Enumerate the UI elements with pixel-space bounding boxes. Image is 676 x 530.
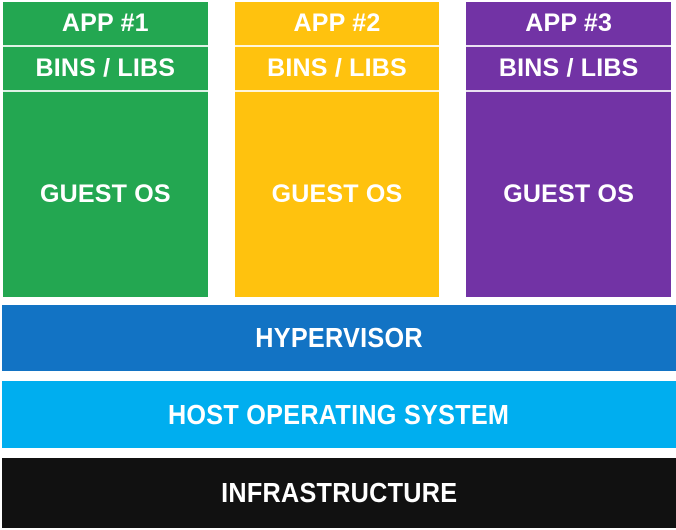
vm3-guest-os-label: GUEST OS	[503, 180, 635, 208]
vm1-guest-os-label: GUEST OS	[39, 180, 171, 208]
infrastructure-layer: INFRASTRUCTURE	[2, 458, 676, 528]
vm1-app-label: APP #1	[3, 2, 208, 47]
infrastructure-label: INFRASTRUCTURE	[220, 477, 458, 508]
vm-column-2: APP #2 BINS / LIBS GUEST OS	[234, 2, 440, 297]
vm1-bins-libs-label: BINS / LIBS	[3, 47, 208, 92]
vm2-guest-os-label: GUEST OS	[271, 180, 403, 208]
vm2-bins-libs-label: BINS / LIBS	[234, 47, 440, 92]
vm-columns-row: APP #1 BINS / LIBS GUEST OS APP #2 BINS …	[3, 2, 672, 297]
vm-column-1: APP #1 BINS / LIBS GUEST OS	[3, 2, 208, 297]
vm-column-3: APP #3 BINS / LIBS GUEST OS	[466, 2, 672, 297]
host-operating-system-layer: HOST OPERATING SYSTEM	[2, 381, 676, 448]
host-operating-system-label: HOST OPERATING SYSTEM	[168, 398, 510, 430]
hypervisor-layer: HYPERVISOR	[2, 305, 676, 371]
vm3-app-label: APP #3	[466, 2, 672, 47]
vm2-app-label: APP #2	[234, 2, 440, 47]
vm3-bins-libs-label: BINS / LIBS	[466, 47, 672, 92]
hypervisor-label: HYPERVISOR	[255, 322, 423, 353]
